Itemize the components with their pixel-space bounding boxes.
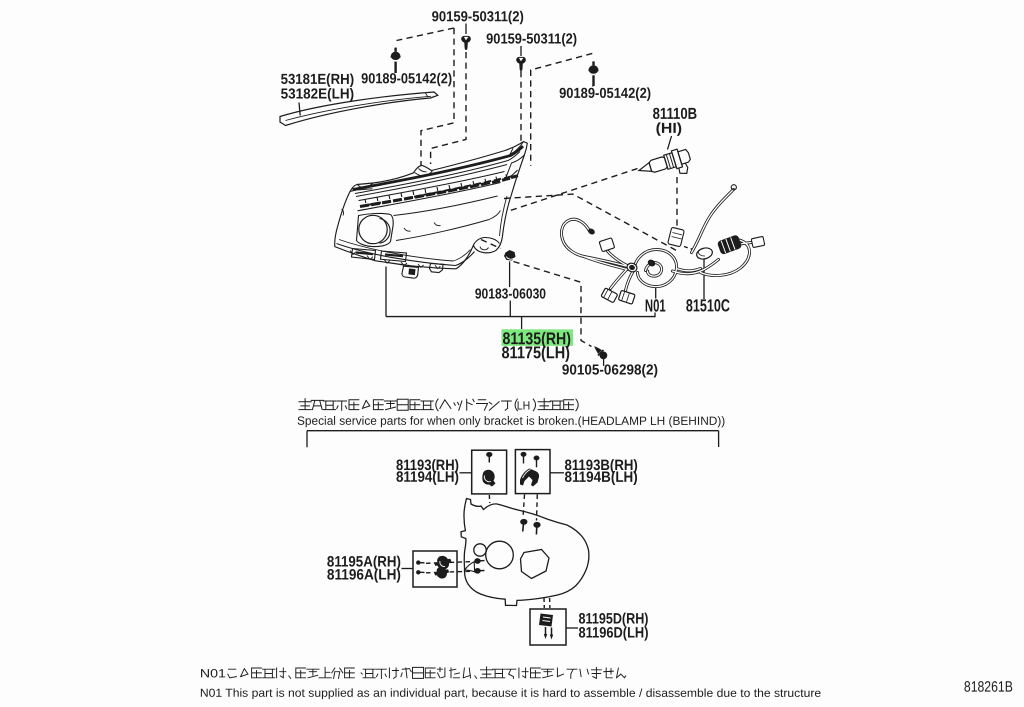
svg-text:818261B: 818261B — [964, 679, 1013, 696]
svg-text:N01: N01 — [200, 666, 226, 680]
svg-text:81110B: 81110B — [653, 106, 698, 123]
svg-text:Special service parts for when: Special service parts for when only brac… — [297, 414, 725, 428]
svg-text:81196D(LH): 81196D(LH) — [578, 625, 648, 642]
svg-text:81510C: 81510C — [686, 295, 730, 315]
svg-text:N01 This part is not supplied: N01 This part is not supplied as an indi… — [200, 687, 821, 700]
svg-text:81196A(LH): 81196A(LH) — [327, 567, 401, 584]
svg-text:81195D(RH): 81195D(RH) — [579, 611, 649, 628]
svg-text:90189-05142(2): 90189-05142(2) — [559, 86, 651, 102]
svg-text:90159-50311(2): 90159-50311(2) — [432, 9, 524, 25]
svg-text:(HI): (HI) — [656, 121, 683, 137]
svg-text:LH: LH — [517, 399, 531, 413]
svg-text:81194B(LH): 81194B(LH) — [564, 469, 637, 486]
svg-text:90189-05142(2): 90189-05142(2) — [361, 71, 452, 87]
svg-text:81193(RH): 81193(RH) — [396, 457, 459, 474]
svg-text:90183-06030: 90183-06030 — [475, 286, 546, 302]
svg-text:81194(LH): 81194(LH) — [396, 469, 459, 486]
svg-text:81193B(RH): 81193B(RH) — [564, 457, 637, 474]
svg-text:81175(LH): 81175(LH) — [501, 343, 570, 362]
svg-text:N01: N01 — [645, 295, 666, 315]
svg-text:90159-50311(2): 90159-50311(2) — [486, 31, 577, 47]
svg-text:81135(RH): 81135(RH) — [503, 329, 572, 348]
svg-text:53181E(RH): 53181E(RH) — [281, 72, 355, 88]
svg-text:81195A(RH): 81195A(RH) — [327, 554, 401, 571]
svg-text:53182E(LH): 53182E(LH) — [281, 87, 355, 103]
svg-text:90105-06298(2): 90105-06298(2) — [562, 363, 658, 379]
